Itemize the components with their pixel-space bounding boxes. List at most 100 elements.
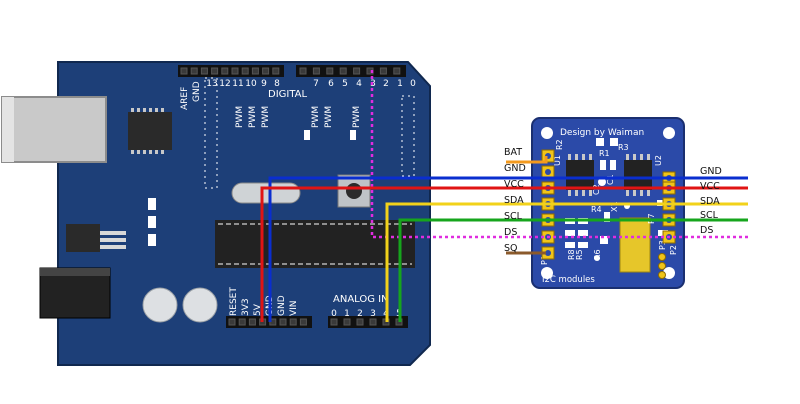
crystal-block [619,217,651,273]
pin-hole [248,318,256,326]
pwm-label: PWM [324,106,334,128]
pin-label-5v: 5V [253,303,263,316]
right-label-scl: SCL [700,210,719,221]
pin-label-11: 11 [232,79,243,89]
silk-u2: U2 [654,155,663,166]
pin-label-8: 8 [274,79,280,89]
pin-label-5: 5 [342,79,348,89]
digital-label: DIGITAL [268,89,308,100]
pin-hole [312,67,320,75]
pin-hole [299,67,307,75]
pin-hole [200,67,208,75]
pin-hole [241,67,249,75]
silk-p3: P3 [658,240,667,250]
pin-hole [272,67,280,75]
pin-hole [356,318,364,326]
wires [260,70,748,322]
pin-hole [251,67,259,75]
pin-hole [211,67,219,75]
module-right-pins [662,171,676,244]
pwm-label: PWM [261,106,271,128]
silk-r1: R1 [599,149,610,158]
module-footer: I2C modules [542,275,595,285]
silk-u1: U1 [553,155,562,166]
pin-hole [330,318,338,326]
left-label-scl: SCL [504,211,523,222]
pin-label-aref: AREF [180,87,190,110]
silk-c1: C1 [606,174,615,185]
pin-hole [289,318,297,326]
digital-header-right [296,65,406,77]
pin-label-reset: RESET [229,287,239,316]
usb-connector [1,96,107,163]
wire-vcc [260,186,748,322]
silk-r5: R5 [575,249,584,260]
pin-label-2: 2 [383,79,389,89]
pin-label-gnd: GND [192,81,202,102]
module-p3-pins [658,253,666,279]
right-label-sda: SDA [700,196,720,207]
wire-sda [385,202,748,322]
pin-hole [343,318,351,326]
pin-label-9: 9 [261,79,267,89]
pin-label-1: 1 [397,79,403,89]
pin-hole [369,318,377,326]
wire-ds [370,70,748,239]
analog-pin-label: 0 [331,309,337,319]
usb-chip [128,108,172,154]
module-title: Design by Waiman [560,128,644,138]
silk-r3: R3 [618,143,629,152]
silk-r6: R6 [593,249,602,260]
left-label-ds: DS [504,227,517,238]
chip-u1 [566,160,594,190]
pin-hole [279,318,287,326]
pin-label-10: 10 [245,79,257,89]
capacitor [182,287,218,323]
pin-hole [299,318,307,326]
silk-r2: R2 [555,139,564,150]
left-label-sq: SQ [504,243,518,254]
chip-u2 [624,160,652,190]
pin-label-7: 7 [313,79,319,89]
crystal [231,182,301,204]
analog-pin-label: 1 [344,309,350,319]
pin-hole [326,67,334,75]
pin-hole [228,318,236,326]
pin-hole [231,67,239,75]
silk-p2: P2 [669,245,678,255]
silk-p1: P1 [540,255,549,265]
pin-label-6: 6 [328,79,334,89]
pwm-label: PWM [311,106,321,128]
pin-hole [339,67,347,75]
silk-r8: R8 [567,249,576,260]
pin-hole [238,318,246,326]
analog-pin-label: 2 [357,309,363,319]
analog-label: ANALOG IN [333,294,389,305]
right-label-ds: DS [700,225,713,236]
analog-pin-label: 3 [370,309,376,319]
pin-label-vin: VIN [289,300,299,316]
pwm-label: PWM [235,106,245,128]
pin-hole [379,67,387,75]
capacitor [142,287,178,323]
wire-scl [398,218,748,322]
wire-gnd [268,176,748,322]
microcontroller-chip [215,220,415,268]
top-pin-holes [180,67,401,75]
silk-x1: X1 [610,201,619,212]
power-jack [39,267,111,319]
pin-hole [221,67,229,75]
left-label-vcc: VCC [504,179,524,190]
pwm-label: PWM [352,106,362,128]
pin-label-13: 13 [206,79,217,89]
pin-label-12: 12 [219,79,230,89]
pwm-label: PWM [248,106,258,128]
silk-r4: R4 [591,205,602,214]
left-label-sda: SDA [504,195,524,206]
pin-hole [190,67,198,75]
